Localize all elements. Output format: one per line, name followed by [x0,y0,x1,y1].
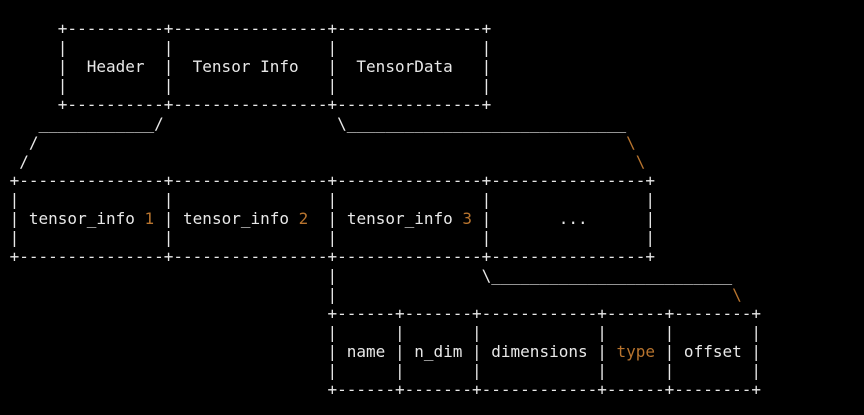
ascii-line: / \ [0,133,636,152]
ascii-line: | \ [0,285,742,304]
ascii-line: | \_________________________ [0,266,733,285]
ascii-line: | | | | | | [0,323,761,342]
ascii-line: | tensor_info 1 | tensor_info 2 | tensor… [0,209,656,228]
ascii-line: | | | | [0,38,492,57]
ascii-line: / \ [0,152,646,171]
ascii-line: +---------------+----------------+------… [0,247,656,266]
ascii-line: | Header | Tensor Info | TensorData | [0,57,492,76]
ascii-line: | | | | [0,76,492,95]
ascii-line: +----------+----------------+-----------… [0,95,492,114]
ascii-line: | name | n_dim | dimensions | type | off… [0,342,761,361]
ascii-line: | | | | | | [0,361,761,380]
ascii-line: ____________/ \_________________________… [0,114,627,133]
ascii-line [0,0,864,19]
ascii-line: | | | | | [0,228,656,247]
ascii-line: | | | | | [0,190,656,209]
ascii-line: +------+-------+------------+------+----… [0,304,761,323]
ascii-line: +------+-------+------------+------+----… [0,380,761,399]
ascii-line: +----------+----------------+-----------… [0,19,492,38]
ascii-line: +---------------+----------------+------… [0,171,656,190]
ascii-diagram: +----------+----------------+-----------… [0,0,864,399]
